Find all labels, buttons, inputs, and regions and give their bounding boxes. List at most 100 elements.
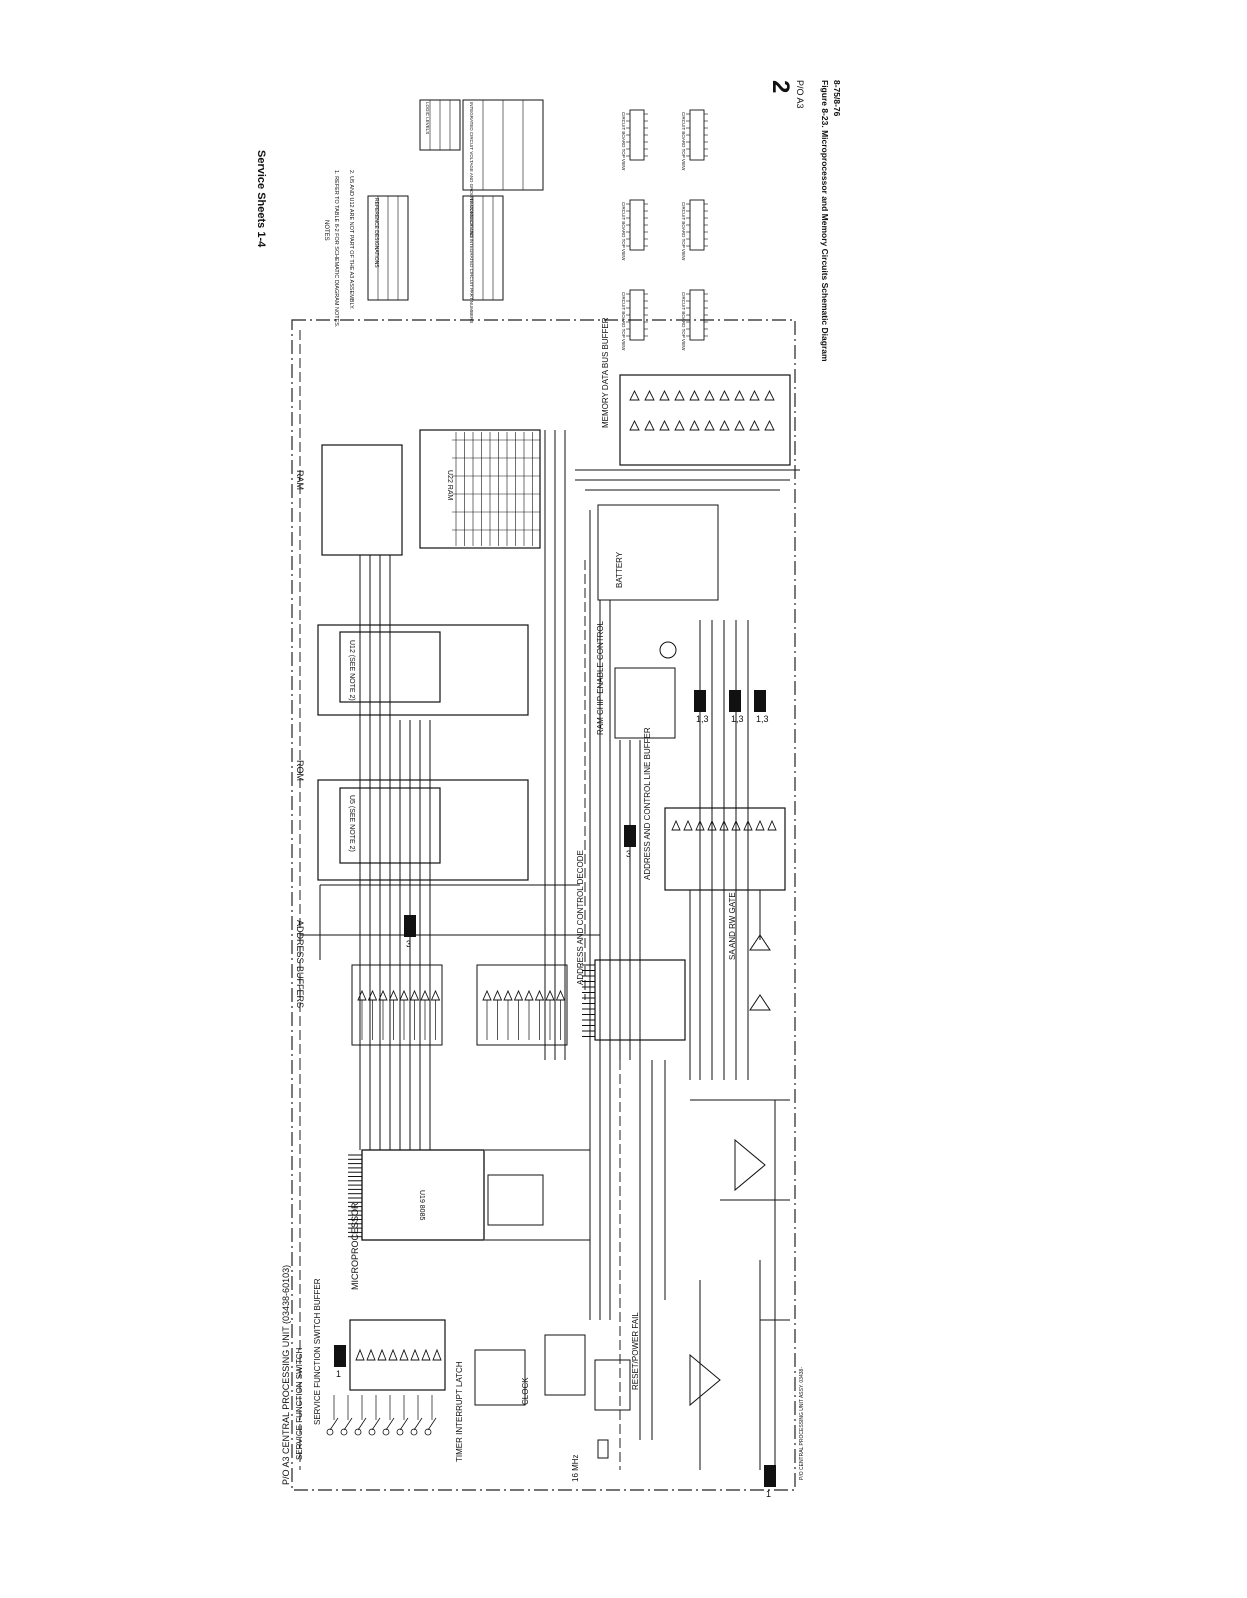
- switch-lever: [371, 1417, 381, 1431]
- ic-top-views: CIRCUIT BOARD TOP VIEW CIRCUIT BOARD TOP …: [621, 109, 708, 351]
- buffer-gate: [503, 989, 513, 1001]
- connector-terminal: [624, 825, 636, 847]
- buffer-gate: [674, 389, 685, 401]
- buffer-gate: [545, 989, 555, 1001]
- buffer-gate: [629, 419, 640, 431]
- buffer-gate: [357, 989, 367, 1001]
- buffer-gate: [764, 389, 775, 401]
- reset-comparator: [734, 1138, 766, 1192]
- q-transistor: [659, 641, 677, 659]
- switch-contact: [340, 1428, 348, 1436]
- service-buffer-label: SERVICE FUNCTION SWITCH BUFFER: [313, 1278, 322, 1425]
- service-buffer-chip: [349, 1319, 446, 1391]
- ram-data-rows: [452, 432, 540, 546]
- timer-latch-chip: [474, 1349, 526, 1406]
- buffer-gate: [704, 389, 715, 401]
- buffer-gate: [689, 389, 700, 401]
- address-decode-label: ADDRESS AND CONTROL DECODE: [576, 850, 585, 985]
- battery-label: BATTERY: [615, 551, 624, 588]
- ram-section-label: RAM: [295, 470, 305, 490]
- buffer-gate: [421, 1348, 431, 1361]
- buffer-gate: [659, 389, 670, 401]
- assembly-border: [291, 319, 796, 1491]
- address-buffer-1: [351, 964, 443, 1046]
- switch-contact: [326, 1428, 334, 1436]
- sa-gate: [749, 934, 771, 951]
- buffer-gate: [755, 819, 765, 831]
- battery-frame: [597, 504, 719, 601]
- connector-terminal: [404, 915, 416, 937]
- memory-buffer-label: MEMORY DATA BUS BUFFER: [601, 317, 610, 428]
- buffer-gate: [629, 389, 640, 401]
- bottom-note: P/O CENTRAL PROCESSING UNIT ASSY. 03438-: [799, 1367, 805, 1480]
- service-switch-label: SERVICE FUNCTION SWITCH: [295, 1347, 304, 1460]
- address-control-buffer-label: ADDRESS AND CONTROL LINE BUFFER: [643, 727, 652, 880]
- border-title: P/O A3 CENTRAL PROCESSING UNIT (03438-60…: [281, 1265, 291, 1485]
- buffer-gate: [671, 819, 681, 831]
- switch-lever: [399, 1417, 409, 1431]
- cpu-part-label: U19 8085: [418, 1190, 425, 1220]
- buffer-gate: [749, 389, 760, 401]
- clock-freq-label: 16 MHz: [571, 1454, 580, 1482]
- clock-label: CLOCK: [521, 1377, 530, 1405]
- ic-package: [689, 109, 705, 161]
- rom-upper-outer: [317, 624, 529, 716]
- ram-chip: [419, 429, 541, 549]
- buffer-gate: [366, 1348, 376, 1361]
- address-buffer-2: [476, 964, 568, 1046]
- buffer-gate: [534, 989, 545, 1001]
- connector-label: 1,3: [756, 714, 769, 724]
- rom-upper-part: U12 (SEE NOTE 2): [348, 640, 355, 701]
- ic-package: [689, 289, 705, 341]
- switch-contact: [354, 1428, 362, 1436]
- rw-gate: [749, 994, 771, 1011]
- buffer-gate: [399, 1348, 409, 1361]
- connector-label: 1: [766, 1489, 771, 1499]
- ic-view-label: CIRCUIT BOARD TOP VIEW: [621, 292, 626, 351]
- rom-section-label: ROM: [295, 760, 305, 781]
- buffer-gate: [719, 389, 730, 401]
- sheet-number: 2: [767, 80, 794, 93]
- switch-lever: [357, 1417, 367, 1431]
- connector-terminal: [694, 690, 706, 712]
- switch-lever: [343, 1417, 353, 1431]
- buffer-gate: [420, 989, 430, 1001]
- buffer-gate: [644, 419, 655, 431]
- buffer-gate: [430, 989, 441, 1001]
- buffer-gate: [749, 419, 760, 431]
- switch-contact: [382, 1428, 390, 1436]
- buffer-gate: [704, 419, 715, 431]
- reset-power-fail-label: RESET/POWER FAIL: [631, 1312, 640, 1390]
- buffer-gate: [432, 1348, 442, 1361]
- reference-table-title: REFERENCE DESIGNATIONS: [373, 198, 379, 268]
- microprocessor-label: MICROPROCESSOR: [350, 1202, 360, 1290]
- figure-date: 8-75/8-76: [832, 80, 842, 117]
- section-dividers: [299, 330, 621, 1470]
- address-buffers-label: ADDRESS BUFFERS: [295, 920, 305, 1008]
- connector-label: 1,3: [731, 714, 744, 724]
- switch-contact: [424, 1428, 432, 1436]
- ic-view-label: CIRCUIT BOARD TOP VIEW: [681, 202, 686, 261]
- switch-lever: [385, 1417, 395, 1431]
- connector-terminal: [729, 690, 741, 712]
- connector-label: 1: [336, 1369, 341, 1379]
- buffer-gate: [399, 989, 409, 1001]
- connector-label: 1,3: [696, 714, 709, 724]
- switch-lever: [329, 1417, 339, 1431]
- buffer-gate: [734, 419, 745, 431]
- ic-package: [629, 289, 645, 341]
- switch-contact: [410, 1428, 418, 1436]
- power-fail-comparator: [689, 1353, 721, 1407]
- notes-title: NOTES: [323, 220, 329, 241]
- connector-label: 3: [626, 849, 631, 859]
- switch-lever: [413, 1417, 423, 1431]
- service-buffer-gates: [355, 1348, 442, 1361]
- part-numbers-title: TRANSISTOR AND INTEGRATED CIRCUIT PART N…: [469, 198, 474, 323]
- connector-terminal: [754, 690, 766, 712]
- buffer-gate: [388, 1348, 398, 1361]
- note-1: 1. REFER TO TABLE 8-2 FOR SCHEMATIC DIAG…: [333, 170, 339, 328]
- buffer-gate: [482, 989, 492, 1001]
